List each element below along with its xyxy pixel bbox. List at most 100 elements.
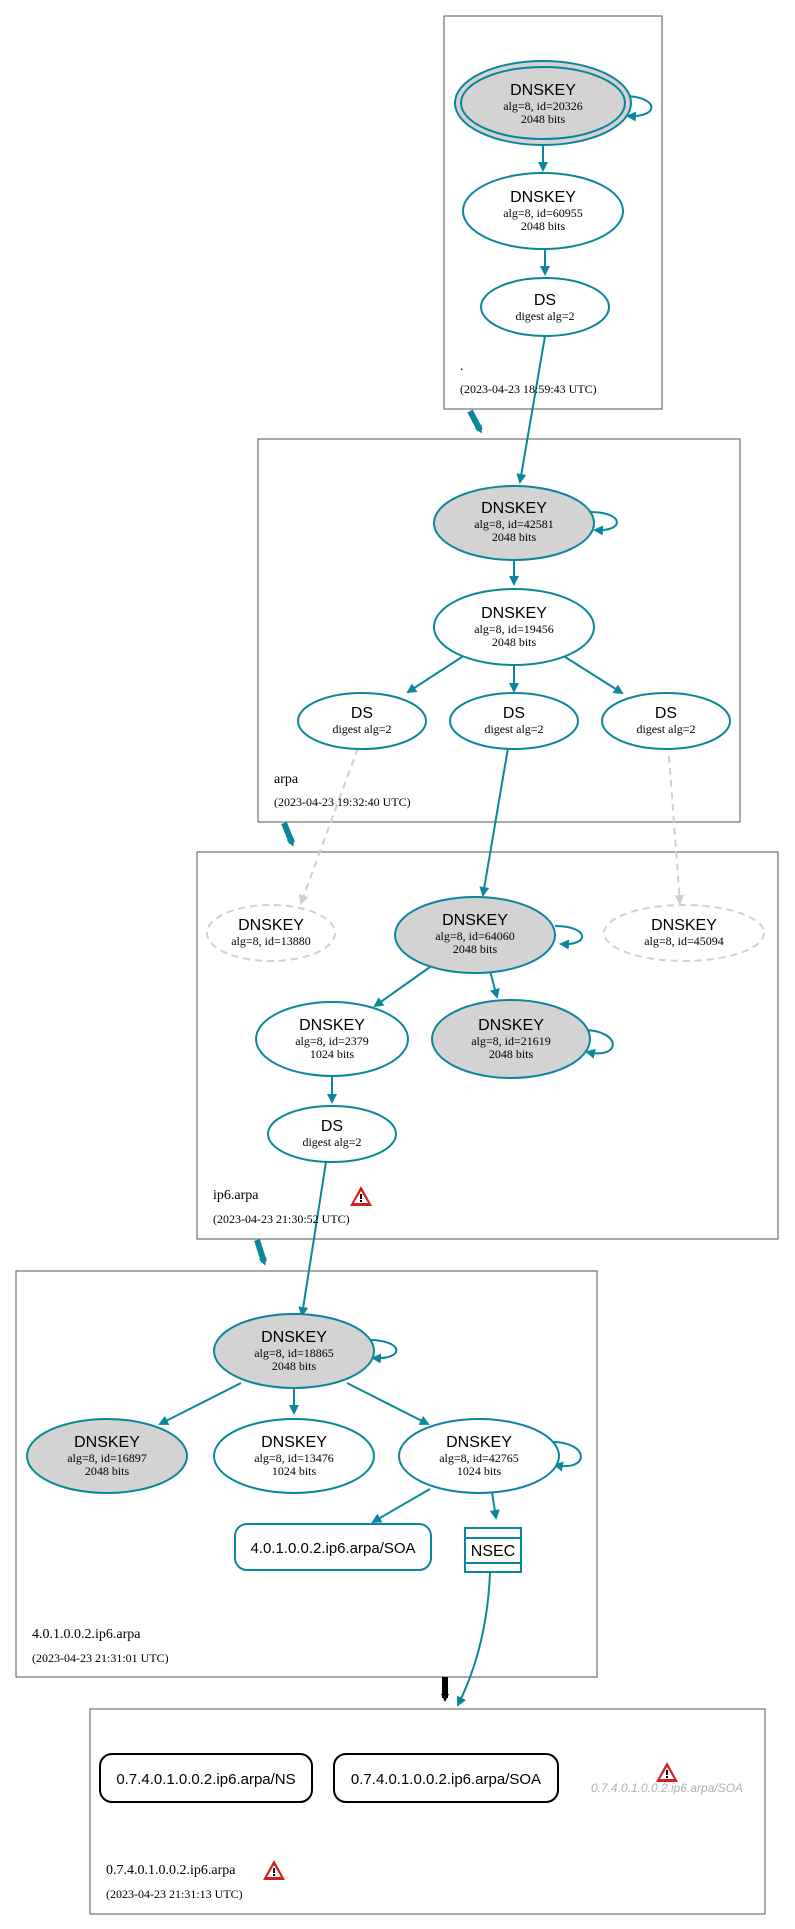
dnskey-root-zsk-node: DNSKEY alg=8, id=60955 2048 bits <box>462 172 624 250</box>
delegation-arrow-ip6-4 <box>254 1239 267 1266</box>
edge-z4-nsec-zone0 <box>457 1572 491 1707</box>
zone-root-time: (2023-04-23 18:59:43 UTC) <box>460 382 597 396</box>
edge-ip6-ds-4-ksk <box>298 1161 327 1317</box>
node-id: alg=8, id=60955 <box>503 206 583 220</box>
rrset-label: 0.7.4.0.1.0.0.2.ip6.arpa/SOA <box>351 1771 541 1788</box>
zone-4-time: (2023-04-23 21:31:01 UTC) <box>32 1651 169 1665</box>
node-title: DS <box>655 705 677 722</box>
node-id: alg=8, id=42765 <box>439 1451 519 1465</box>
warning-icon <box>656 1762 678 1782</box>
edge-arpa-ds3-missing <box>668 755 685 905</box>
dnskey-ip6-ksk-node: DNSKEY alg=8, id=64060 2048 bits <box>394 896 556 974</box>
edge-ip6-ksk-self <box>554 925 583 950</box>
nsec-z4-node: NSEC <box>464 1527 522 1573</box>
node-title: DNSKEY <box>651 917 717 934</box>
zone-0-box <box>89 1708 766 1915</box>
edge-arpa-ds1-missing <box>299 747 359 905</box>
node-title: DNSKEY <box>261 1329 327 1346</box>
node-id: alg=8, id=64060 <box>435 929 515 943</box>
edge-ip6-ksk-key2 <box>489 970 500 999</box>
node-title: DNSKEY <box>481 605 547 622</box>
node-bits: 2048 bits <box>521 219 566 233</box>
node-id: alg=8, id=42581 <box>474 517 554 531</box>
edge-z4-zsk-soa <box>371 1488 431 1524</box>
edge-ip6-key2-self <box>582 1029 614 1059</box>
ds-root-node: DS digest alg=2 <box>480 277 610 337</box>
edge-arpa-zsk-ds1 <box>406 654 466 694</box>
node-title: DS <box>534 292 556 309</box>
ds-arpa-node-1: DS digest alg=2 <box>297 692 427 750</box>
dnskey-arpa-zsk-node: DNSKEY alg=8, id=19456 2048 bits <box>433 588 595 666</box>
zone-0-name: 0.7.4.0.1.0.0.2.ip6.arpa <box>106 1863 236 1878</box>
node-title: DS <box>503 705 525 722</box>
rrset-label: 0.7.4.0.1.0.0.2.ip6.arpa/NS <box>116 1771 295 1788</box>
edge-arpa-zsk-ds3 <box>561 654 624 695</box>
rrset-label: 4.0.1.0.0.2.ip6.arpa/SOA <box>250 1540 415 1557</box>
soa-z4-node: 4.0.1.0.0.2.ip6.arpa/SOA <box>234 1523 432 1571</box>
node-id: alg=8, id=21619 <box>471 1034 551 1048</box>
node-bits: 1024 bits <box>310 1047 355 1061</box>
node-bits: 2048 bits <box>272 1359 317 1373</box>
node-id: alg=8, id=13880 <box>231 934 311 948</box>
node-title: DNSKEY <box>510 189 576 206</box>
dnskey-ip6-missing-node-1: DNSKEY alg=8, id=13880 <box>206 904 336 962</box>
node-id: alg=8, id=16897 <box>67 1451 147 1465</box>
node-digest: digest alg=2 <box>302 1135 361 1149</box>
edge-root-ds-arpa-ksk <box>516 335 546 484</box>
edge-z4-zsk-nsec <box>489 1491 500 1520</box>
soa-z5-error-label: 0.7.4.0.1.0.0.2.ip6.arpa/SOA <box>591 1781 743 1795</box>
node-digest: digest alg=2 <box>484 722 543 736</box>
dnskey-z4-key-16897-node: DNSKEY alg=8, id=16897 2048 bits <box>26 1418 188 1494</box>
node-bits: 1024 bits <box>457 1464 502 1478</box>
dnskey-z4-zsk-node: DNSKEY alg=8, id=42765 1024 bits <box>398 1418 560 1494</box>
node-bits: 2048 bits <box>492 635 537 649</box>
node-id: alg=8, id=19456 <box>474 622 554 636</box>
edge-root-ksk-self <box>622 95 653 122</box>
delegation-arrow-arpa-ip6 <box>281 821 295 847</box>
node-bits: 1024 bits <box>272 1464 317 1478</box>
edge-z4-ksk-key1 <box>158 1382 242 1425</box>
zone-arpa-time: (2023-04-23 19:32:40 UTC) <box>274 795 411 809</box>
dnskey-arpa-ksk-node: DNSKEY alg=8, id=42581 2048 bits <box>433 485 595 561</box>
node-bits: 2048 bits <box>521 112 566 126</box>
edge-z4-ksk-zsk <box>346 1382 430 1425</box>
dnskey-ip6-missing-node-2: DNSKEY alg=8, id=45094 <box>603 904 765 962</box>
ds-arpa-node-3: DS digest alg=2 <box>601 692 731 750</box>
node-id: alg=8, id=13476 <box>254 1451 334 1465</box>
delegation-arrow-root-arpa <box>467 409 483 434</box>
node-title: DNSKEY <box>238 917 304 934</box>
dnskey-z4-ksk-node: DNSKEY alg=8, id=18865 2048 bits <box>213 1313 375 1389</box>
zone-ip6-time: (2023-04-23 21:30:52 UTC) <box>213 1212 350 1226</box>
node-digest: digest alg=2 <box>636 722 695 736</box>
node-digest: digest alg=2 <box>332 722 391 736</box>
soa-z5-node: 0.7.4.0.1.0.0.2.ip6.arpa/SOA <box>333 1753 559 1803</box>
dnskey-ip6-key-21619-node: DNSKEY alg=8, id=21619 2048 bits <box>431 999 591 1079</box>
dnskey-ip6-zsk-node: DNSKEY alg=8, id=2379 1024 bits <box>255 1001 409 1077</box>
node-id: alg=8, id=20326 <box>503 99 583 113</box>
node-title: DNSKEY <box>299 1017 365 1034</box>
node-bits: 2048 bits <box>85 1464 130 1478</box>
warning-icon <box>350 1186 372 1206</box>
ns-z5-node: 0.7.4.0.1.0.0.2.ip6.arpa/NS <box>99 1753 313 1803</box>
zone-0-time: (2023-04-23 21:31:13 UTC) <box>106 1887 243 1901</box>
node-id: alg=8, id=2379 <box>295 1034 369 1048</box>
ds-arpa-node-2: DS digest alg=2 <box>449 692 579 750</box>
ds-ip6-node: DS digest alg=2 <box>267 1105 397 1163</box>
node-title: DS <box>351 705 373 722</box>
node-id: alg=8, id=45094 <box>644 934 724 948</box>
edge-arpa-ds2-ip6-ksk <box>479 747 509 897</box>
node-bits: 2048 bits <box>453 942 498 956</box>
node-digest: digest alg=2 <box>515 309 574 323</box>
warning-icon <box>263 1860 285 1880</box>
node-title: DNSKEY <box>478 1017 544 1034</box>
node-title: DNSKEY <box>74 1434 140 1451</box>
edge-arpa-ksk-self <box>589 511 618 536</box>
zone-arpa-name: arpa <box>274 772 299 787</box>
edge-ip6-ksk-zsk <box>373 966 431 1008</box>
node-id: alg=8, id=18865 <box>254 1346 334 1360</box>
zone-ip6-name: ip6.arpa <box>213 1188 259 1203</box>
node-title: DNSKEY <box>446 1434 512 1451</box>
edge-z4-ksk-self <box>367 1339 398 1364</box>
node-bits: 2048 bits <box>489 1047 534 1061</box>
